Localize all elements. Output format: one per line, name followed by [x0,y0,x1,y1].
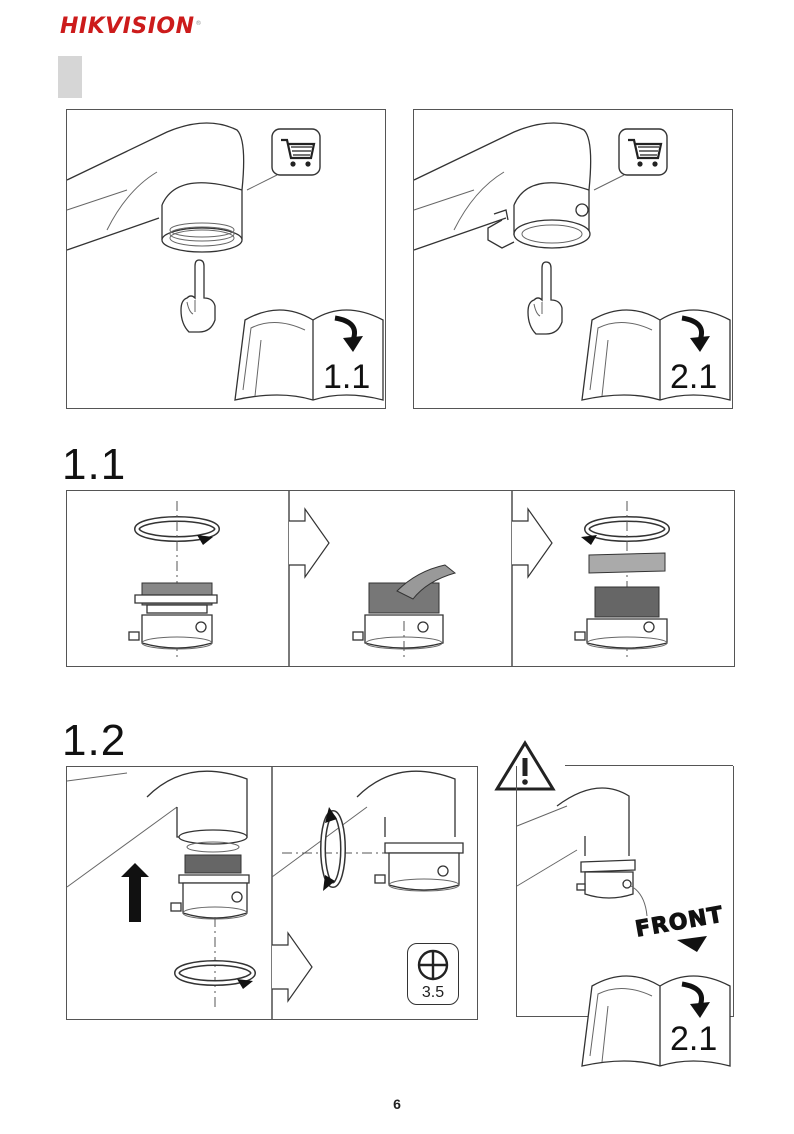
manual-book-icon: 2.1 [582,300,732,405]
section-title-1-1: 1.1 [62,440,126,490]
next-step-arrow-icon [289,509,329,577]
cart-icon [271,128,323,178]
pointing-hand-icon [524,260,570,335]
page-number: 6 [0,1096,794,1112]
overview-panel-left: 1.1 [66,109,386,409]
manual-book-icon: 2.1 [582,966,732,1071]
overview-panel-right: 2.1 [413,109,733,409]
phillips-screwdriver-icon [416,948,450,982]
section-title-1-2: 1.2 [62,716,126,766]
brand-logo: HIKVISION® [60,14,202,39]
cart-icon [618,128,670,178]
section-tab-marker [58,56,82,98]
next-step-arrow-icon [272,933,312,1001]
rotate-arrow-icon [581,519,667,545]
step-1-1-illustrations [67,491,734,666]
next-step-arrow-icon [512,509,552,577]
manual-reference-number: 2.1 [670,1020,717,1058]
pointing-hand-icon [177,258,223,333]
screwdriver-size: 3.5 [408,984,458,1002]
up-arrow-icon [121,863,149,922]
registered-mark: ® [196,20,203,27]
manual-reference-number: 2.1 [670,358,717,396]
screwdriver-badge: 3.5 [407,943,459,1005]
brand-name: HIKVISION [60,14,195,39]
step-strip-1-2: 3.5 [66,766,478,1020]
manual-book-icon: 1.1 [235,300,385,405]
rotate-arrow-icon [323,807,343,891]
step-strip-1-1 [66,490,735,667]
warning-panel-top-border [565,765,733,766]
manual-reference-number: 1.1 [323,358,370,396]
